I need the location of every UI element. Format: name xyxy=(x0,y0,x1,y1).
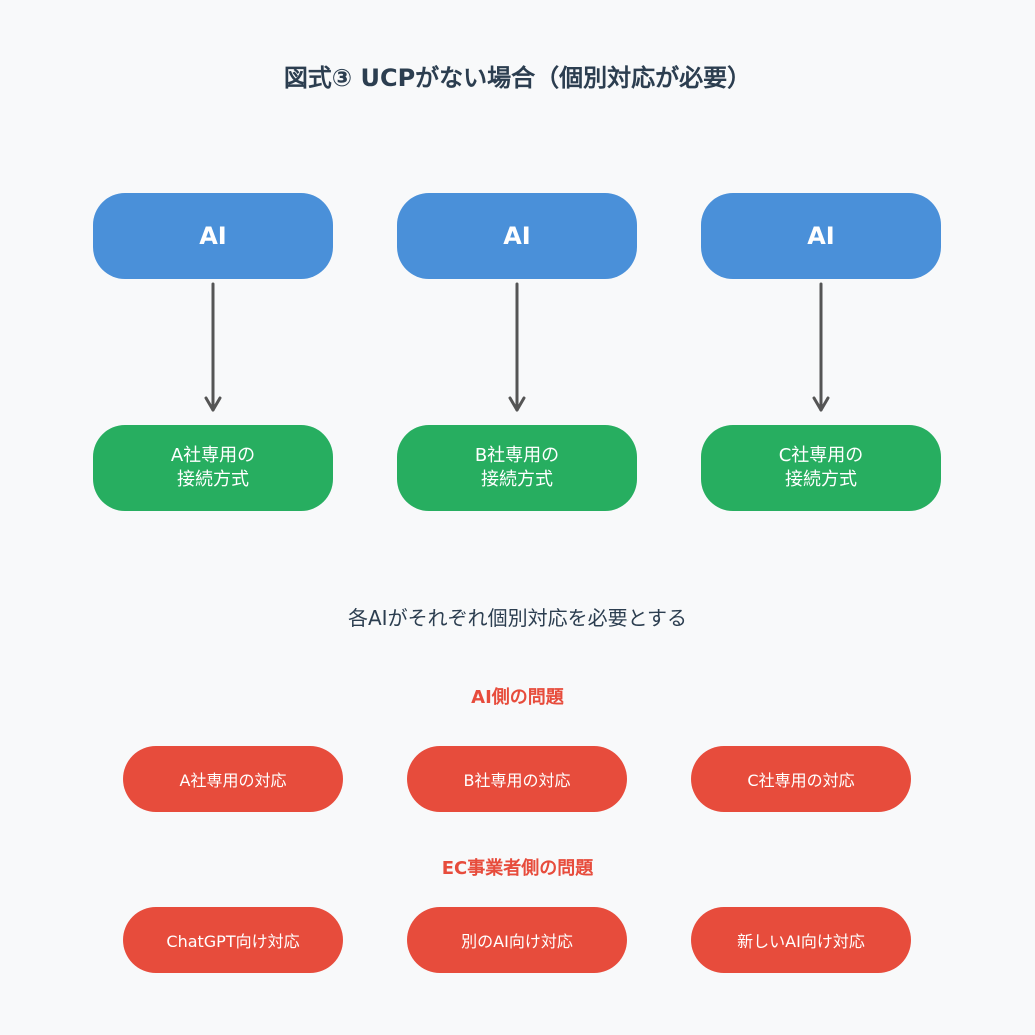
ai-node-3: AI xyxy=(701,193,941,279)
ec-side-heading: EC事業者側の問題 xyxy=(441,858,594,879)
ec-issue-new-ai: 新しいAI向け対応 xyxy=(691,907,911,973)
connection-node-c: C社専用の 接続方式 xyxy=(701,425,941,511)
ai-node-2: AI xyxy=(397,193,637,279)
connection-node-a: A社専用の 接続方式 xyxy=(93,425,333,511)
ai-side-heading: AI側の問題 xyxy=(471,687,564,708)
diagram-title: 図式③ UCPがない場合（個別対応が必要） xyxy=(283,64,752,92)
arrow-3 xyxy=(812,282,830,412)
arrow-2 xyxy=(508,282,526,412)
ai-issue-a: A社専用の対応 xyxy=(123,746,343,812)
ai-node-1: AI xyxy=(93,193,333,279)
caption: 各AIがそれぞれ個別対応を必要とする xyxy=(348,606,687,630)
ai-issue-b: B社専用の対応 xyxy=(407,746,627,812)
ai-issue-c: C社専用の対応 xyxy=(691,746,911,812)
connection-node-b: B社専用の 接続方式 xyxy=(397,425,637,511)
arrow-1 xyxy=(204,282,222,412)
ec-issue-chatgpt: ChatGPT向け対応 xyxy=(123,907,343,973)
ec-issue-other-ai: 別のAI向け対応 xyxy=(407,907,627,973)
